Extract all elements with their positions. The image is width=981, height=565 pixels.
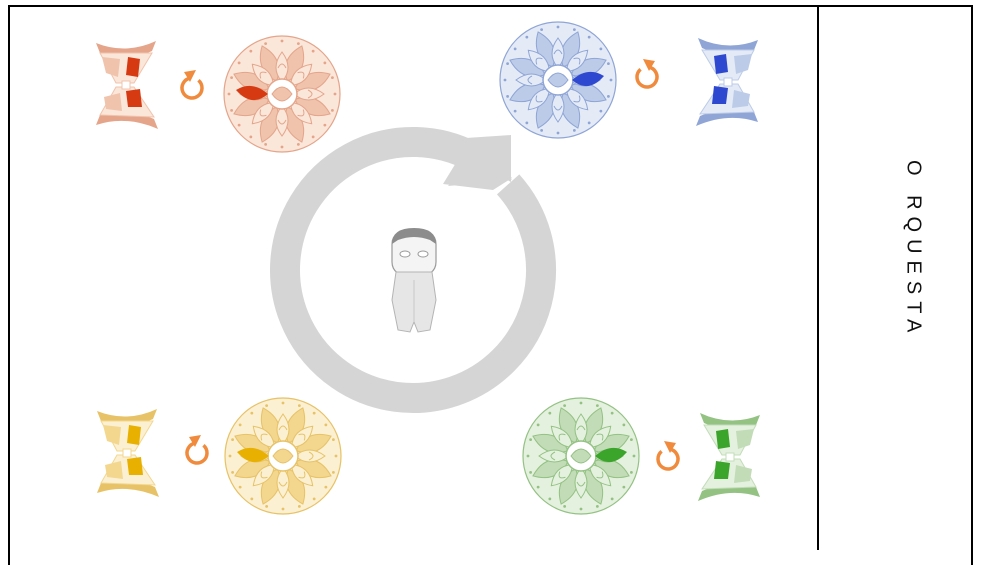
bowtie-yellow	[97, 409, 159, 497]
rosette-yellow	[225, 398, 341, 514]
bowtie-accent-top	[126, 57, 140, 77]
central-figure	[392, 228, 436, 332]
instrument-group-yellow	[97, 398, 341, 514]
diagram-canvas	[0, 0, 981, 550]
bowtie-blue	[696, 38, 758, 126]
rotate-arrow-icon	[187, 435, 207, 463]
rotate-arrow-icon	[637, 59, 657, 87]
rosette-red	[224, 36, 340, 152]
bowtie-accent-top	[714, 54, 728, 74]
bowtie-accent-bottom	[126, 89, 142, 107]
rotate-arrow-icon	[182, 70, 202, 98]
instrument-group-blue	[500, 22, 758, 138]
bowtie-accent-bottom	[712, 86, 728, 104]
rosette-green	[523, 398, 639, 514]
instrument-group-green	[523, 398, 760, 514]
bowtie-accent-top	[127, 425, 141, 445]
rosette-blue	[500, 22, 616, 138]
bowtie-accent-top	[716, 429, 730, 449]
bowtie-red	[96, 41, 158, 129]
bowtie-green	[698, 413, 760, 501]
instrument-group-red	[96, 36, 340, 152]
bowtie-accent-bottom	[714, 461, 730, 479]
rotate-arrow-icon	[658, 441, 678, 469]
bowtie-accent-bottom	[127, 457, 143, 475]
